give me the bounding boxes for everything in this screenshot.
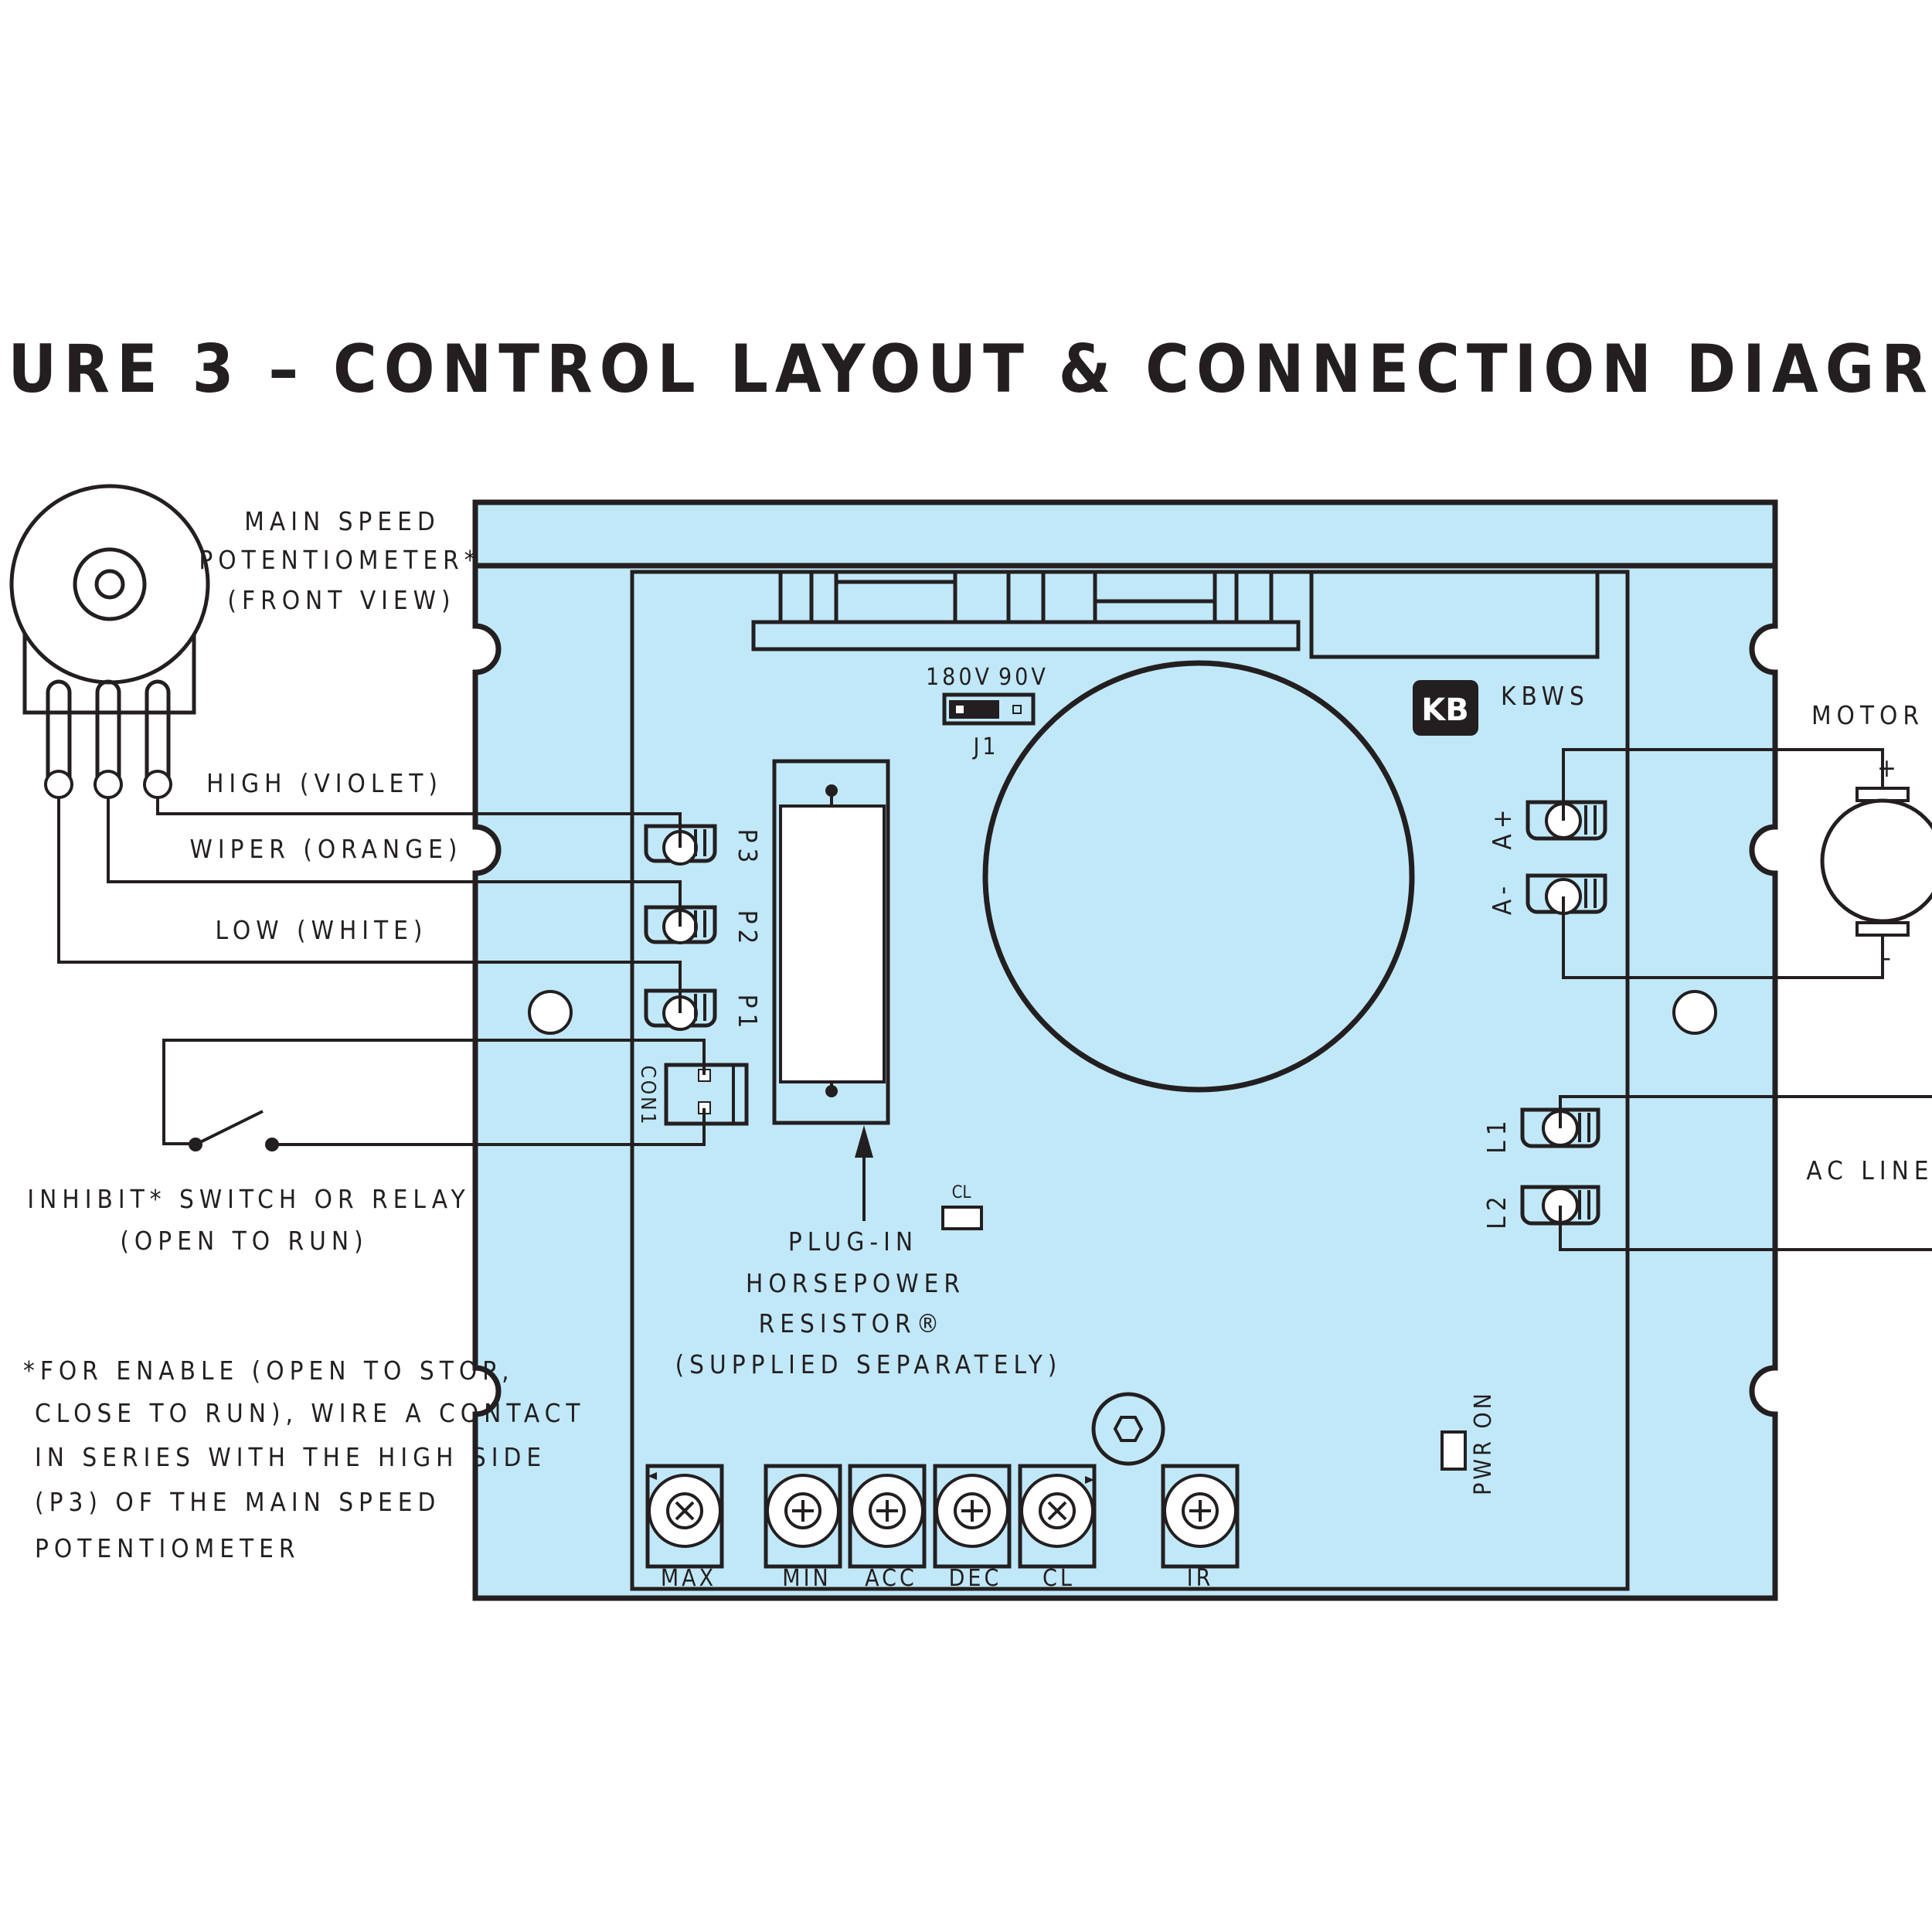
trimpot-acc[interactable] (848, 1464, 927, 1569)
power-led-label: PWR ON (1470, 1390, 1497, 1495)
svg-text:INHIBIT* SWITCH OR RELAY: INHIBIT* SWITCH OR RELAY (27, 1184, 470, 1214)
horsepower-resistor[interactable] (772, 759, 890, 1125)
svg-text:(FRONT VIEW): (FRONT VIEW) (227, 585, 455, 615)
hex-screw (1091, 1392, 1165, 1466)
svg-text:(OPEN TO RUN): (OPEN TO RUN) (120, 1226, 368, 1256)
terminal-label-p3: P3 (733, 829, 763, 869)
trimpot-labels: MAX MIN ACC DEC CL IR (661, 1565, 1214, 1592)
svg-text:HORSEPOWER: HORSEPOWER (746, 1268, 965, 1298)
mounting-hole-right (1672, 990, 1717, 1035)
motor-minus-label: - (1883, 942, 1896, 972)
svg-text:KB: KB (1421, 692, 1468, 728)
jumper-j1[interactable] (942, 692, 1036, 726)
svg-text:RESISTOR®: RESISTOR® (759, 1308, 945, 1338)
trimpot-max[interactable] (645, 1464, 724, 1569)
motor-label: MOTOR (1811, 700, 1924, 730)
inhibit-label: INHIBIT* SWITCH OR RELAY (OPEN TO RUN) (27, 1184, 470, 1256)
wire-label-wiper: WIPER (ORANGE) (190, 834, 463, 864)
inhibit-switch[interactable] (162, 1039, 706, 1151)
power-led (1440, 1430, 1467, 1471)
speed-potentiometer[interactable] (9, 484, 210, 799)
svg-text:(P3) OF THE MAIN SPEED: (P3) OF THE MAIN SPEED (35, 1487, 440, 1517)
motor-plus-label: + (1877, 753, 1902, 783)
svg-text:IN SERIES WITH THE HIGH SIDE: IN SERIES WITH THE HIGH SIDE (35, 1442, 546, 1472)
trimpot-cl[interactable] (1018, 1464, 1097, 1569)
wire-motor-minus (1562, 896, 1884, 979)
capacitor (982, 660, 1415, 1093)
trimpot-min[interactable] (764, 1464, 842, 1569)
enable-footnote: *FOR ENABLE (OPEN TO STOP, CLOSE TO RUN)… (23, 1355, 586, 1563)
pcb-outline (630, 570, 1630, 1591)
svg-text:MAIN SPEED: MAIN SPEED (244, 506, 440, 536)
connector-con1[interactable] (664, 1063, 749, 1126)
trimpot-dec[interactable] (933, 1464, 1012, 1569)
trimpot-label-dec: DEC (949, 1565, 1002, 1592)
wire-motor-plus (1562, 748, 1884, 821)
wire-low (57, 798, 682, 1013)
trimpot-label-max: MAX (661, 1565, 716, 1592)
model-label: KBWS (1501, 681, 1590, 711)
terminal-label-p1: P1 (733, 995, 763, 1034)
wire-label-high: HIGH (VIOLET) (206, 768, 443, 798)
terminal-label-l1: L1 (1481, 1115, 1512, 1153)
kb-logo: KB (1413, 680, 1478, 736)
svg-text:(SUPPLIED SEPARATELY): (SUPPLIED SEPARATELY) (675, 1349, 1063, 1379)
trimpot-label-ir: IR (1187, 1565, 1214, 1592)
trimpot-label-min: MIN (782, 1565, 831, 1592)
wire-high (156, 798, 682, 848)
resistor-label: PLUG-IN HORSEPOWER RESISTOR® (SUPPLIED S… (675, 1226, 1063, 1379)
figure-title: FIGURE 3 – CONTROL LAYOUT & CONNECTION D… (0, 331, 1932, 408)
cl-led-label: CL (952, 1183, 971, 1202)
svg-text:*FOR ENABLE (OPEN TO STOP,: *FOR ENABLE (OPEN TO STOP, (23, 1355, 515, 1386)
potentiometer-label: MAIN SPEED POTENTIOMETER* (FRONT VIEW) (199, 506, 481, 615)
cl-led (941, 1206, 983, 1230)
terminal-label-a-minus: A- (1487, 881, 1517, 915)
trimpot-label-cl: CL (1043, 1565, 1075, 1592)
top-right-component (1309, 570, 1600, 659)
j1-name: J1 (971, 733, 998, 760)
ac-line-label: AC LINE (1806, 1155, 1932, 1185)
trimpot-ir[interactable] (1161, 1464, 1240, 1569)
terminal-label-l2: L2 (1481, 1191, 1512, 1229)
motor (1820, 787, 1932, 937)
svg-text:POTENTIOMETER: POTENTIOMETER (35, 1533, 300, 1563)
wire-label-low: LOW (WHITE) (216, 915, 428, 945)
terminal-label-a-plus: A+ (1487, 804, 1517, 849)
terminal-label-p2: P2 (733, 910, 763, 950)
wire-ac-l2 (1559, 1206, 1932, 1251)
j1-label-90v: 90V (998, 664, 1049, 691)
wire-wiper (107, 798, 682, 927)
con1-label: CON1 (636, 1065, 659, 1126)
mounting-hole-left (528, 990, 573, 1035)
j1-label-180v: 180V (926, 664, 992, 691)
svg-text:PLUG-IN: PLUG-IN (788, 1226, 918, 1257)
wire-ac-l1 (1559, 1095, 1932, 1128)
svg-text:POTENTIOMETER*: POTENTIOMETER* (199, 545, 481, 575)
svg-text:CLOSE TO RUN), WIRE A CONTACT: CLOSE TO RUN), WIRE A CONTACT (35, 1398, 586, 1428)
resistor-arrow-head (855, 1125, 873, 1158)
board-outline (472, 499, 1778, 1601)
top-connector-block (751, 572, 1301, 651)
trimpot-label-acc: ACC (865, 1565, 917, 1592)
